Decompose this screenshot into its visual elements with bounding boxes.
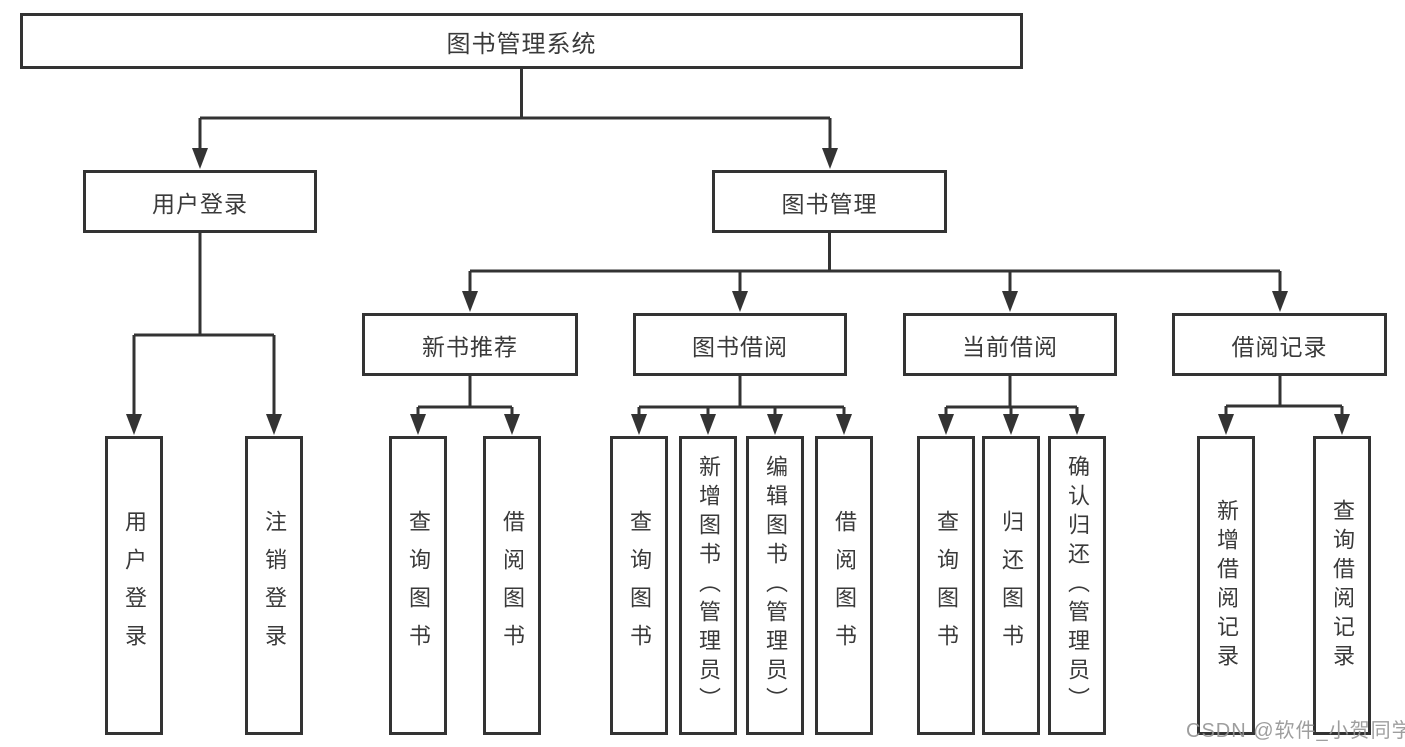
leaf-confirm-return-admin: 确认归还（管理员） (1048, 436, 1106, 735)
connector-user-login-to-leaves (132, 233, 276, 418)
leaf-query-books-borrowing-label: 查询图书 (627, 509, 652, 662)
leaf-query-books-recommend-label: 查询图书 (406, 509, 431, 662)
node-new-book-recommendation-label: 新书推荐 (422, 333, 518, 360)
connector-book-borrowing-to-leaves (637, 376, 846, 420)
node-book-management: 图书管理 (712, 170, 947, 233)
leaf-borrow-books-borrowing-label: 借阅图书 (832, 509, 857, 662)
leaf-edit-book-admin: 编辑图书（管理员） (746, 436, 804, 735)
leaf-borrow-books-recommend: 借阅图书 (483, 436, 541, 735)
leaf-return-books-label: 归还图书 (999, 509, 1024, 662)
leaf-query-books-current: 查询图书 (917, 436, 975, 735)
node-book-borrowing-label: 图书借阅 (692, 333, 788, 360)
connector-new-book-to-leaves (416, 376, 514, 420)
connector-book-management-to-level3 (468, 233, 1282, 295)
node-new-book-recommendation: 新书推荐 (362, 313, 578, 376)
arrowheads (126, 148, 1350, 435)
node-user-login: 用户登录 (83, 170, 317, 233)
leaf-query-books-recommend: 查询图书 (389, 436, 447, 735)
leaf-add-book-admin-label: 新增图书（管理员） (696, 455, 721, 716)
leaf-logout-label: 注销登录 (262, 509, 287, 662)
leaf-user-login: 用户登录 (105, 436, 163, 735)
leaf-logout: 注销登录 (245, 436, 303, 735)
node-borrowing-records: 借阅记录 (1172, 313, 1387, 376)
leaf-borrow-books-borrowing: 借阅图书 (815, 436, 873, 735)
leaf-query-borrow-record: 查询借阅记录 (1313, 436, 1371, 735)
leaf-edit-book-admin-label: 编辑图书（管理员） (763, 455, 788, 716)
connector-current-borrowing-to-leaves (944, 376, 1079, 420)
node-book-borrowing: 图书借阅 (633, 313, 847, 376)
leaf-add-borrow-record: 新增借阅记录 (1197, 436, 1255, 735)
connector-root-to-level2 (198, 69, 832, 152)
node-borrowing-records-label: 借阅记录 (1231, 333, 1328, 360)
leaf-query-borrow-record-label: 查询借阅记录 (1330, 498, 1355, 673)
leaf-add-book-admin: 新增图书（管理员） (679, 436, 737, 735)
csdn-watermark: CSDN @软件_小贺同学 (1186, 720, 1405, 742)
node-library-system-label: 图书管理系统 (446, 30, 597, 58)
node-current-borrowing-label: 当前借阅 (962, 333, 1058, 360)
leaf-borrow-books-recommend-label: 借阅图书 (500, 509, 525, 662)
leaf-user-login-label: 用户登录 (122, 509, 147, 662)
node-current-borrowing: 当前借阅 (903, 313, 1117, 376)
node-user-login-label: 用户登录 (152, 190, 248, 217)
node-book-management-label: 图书管理 (781, 190, 878, 217)
leaf-return-books: 归还图书 (982, 436, 1040, 735)
leaf-query-books-current-label: 查询图书 (934, 509, 959, 662)
connector-borrow-records-to-leaves (1224, 376, 1344, 420)
leaf-query-books-borrowing: 查询图书 (610, 436, 668, 735)
leaf-add-borrow-record-label: 新增借阅记录 (1214, 498, 1239, 673)
node-library-system: 图书管理系统 (20, 13, 1023, 69)
leaf-confirm-return-admin-label: 确认归还（管理员） (1065, 455, 1090, 716)
